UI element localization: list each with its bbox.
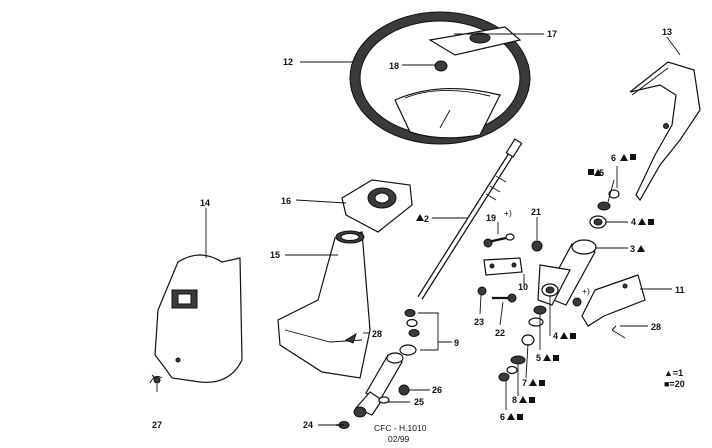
label-4-upper: 4 xyxy=(631,217,636,227)
label-22: 22 xyxy=(495,328,505,338)
screw-plus xyxy=(572,297,582,307)
label-28-right: 28 xyxy=(651,322,661,332)
washer-stack xyxy=(498,305,547,382)
bolt-23 xyxy=(477,286,487,296)
label-18: 18 xyxy=(389,61,399,71)
gaiter-top xyxy=(341,179,413,233)
label-25: 25 xyxy=(414,397,424,407)
diagram-date: 02/99 xyxy=(388,434,410,444)
symbol-markers xyxy=(416,154,654,420)
label-9: 9 xyxy=(454,338,459,348)
label-5-lower: 5 xyxy=(536,353,541,363)
bush-4-lower xyxy=(541,283,559,297)
label-6-lower: 6 xyxy=(500,412,505,422)
label-13: 13 xyxy=(662,27,672,37)
legend-square: ■=20 xyxy=(664,379,685,389)
bolt-22 xyxy=(492,293,517,303)
diagram-code: CFC - H.1010 xyxy=(374,423,427,433)
label-14: 14 xyxy=(200,198,210,208)
label-15: 15 xyxy=(270,250,280,260)
label-26: 26 xyxy=(432,385,442,395)
ring-set xyxy=(399,309,420,356)
bolt-24 xyxy=(336,421,350,429)
steering-shaft xyxy=(417,138,523,300)
ring-25 xyxy=(378,396,390,404)
legend-triangle: ▲=1 xyxy=(664,368,683,378)
label-4-lower: 4 xyxy=(553,331,558,341)
wheel-nut xyxy=(434,60,448,72)
bolt-19 xyxy=(483,233,515,248)
washer-5-upper xyxy=(597,201,611,211)
lower-shroud xyxy=(154,254,243,383)
label-17: 17 xyxy=(547,29,557,39)
leader-lines xyxy=(156,33,681,426)
nut-26 xyxy=(398,384,410,396)
screw-27 xyxy=(149,374,163,384)
label-23: 23 xyxy=(474,317,484,327)
lower-shaft xyxy=(353,352,404,418)
label-16: 16 xyxy=(281,196,291,206)
plus-11: +) xyxy=(582,286,590,296)
nut-6-upper xyxy=(608,189,620,199)
label-3: 3 xyxy=(630,244,635,254)
bracket-10 xyxy=(483,257,523,276)
label-6-upper: 6 xyxy=(611,153,616,163)
label-5-upper: 5 xyxy=(599,168,604,178)
bush-4-upper xyxy=(589,215,607,229)
cone-shroud xyxy=(277,230,371,379)
plus-19: +) xyxy=(504,208,512,218)
label-27: 27 xyxy=(152,420,162,430)
label-21: 21 xyxy=(531,207,541,217)
label-12: 12 xyxy=(283,57,293,67)
label-10: 10 xyxy=(518,282,528,292)
label-2: 2 xyxy=(424,214,429,224)
label-11: 11 xyxy=(675,285,685,295)
clip-28-left xyxy=(344,332,357,344)
label-7: 7 xyxy=(522,378,527,388)
label-19: 19 xyxy=(486,213,496,223)
label-24: 24 xyxy=(303,420,313,430)
clip-28-right xyxy=(611,325,626,339)
bracket-11 xyxy=(581,274,646,327)
footer: CFC - H.1010 02/99 xyxy=(374,423,427,444)
label-8: 8 xyxy=(512,395,517,405)
legend: ▲=1 ■=20 xyxy=(664,368,685,389)
nut-21 xyxy=(531,240,543,252)
label-28-left: 28 xyxy=(372,329,382,339)
upper-shroud xyxy=(629,61,701,202)
